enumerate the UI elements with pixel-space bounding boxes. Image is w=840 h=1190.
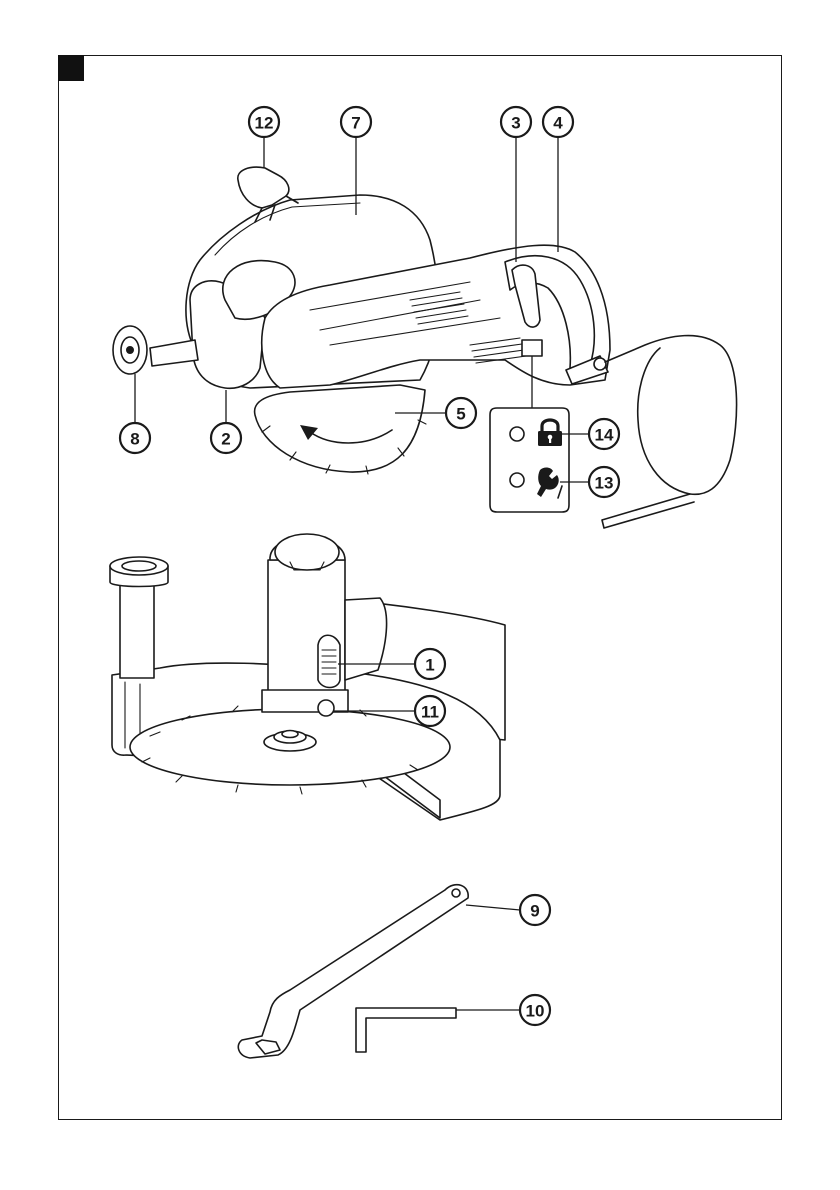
spindle-lock-button: [318, 700, 334, 716]
callout-2: 2: [211, 423, 241, 453]
callout-14: 14: [589, 419, 619, 449]
callout-4: 4: [543, 107, 573, 137]
callout-11-label: 11: [421, 703, 439, 722]
switch-slider: [318, 635, 340, 687]
callout-13-label: 13: [595, 474, 614, 493]
callout-2-label: 2: [221, 430, 230, 449]
callout-10-label: 10: [526, 1002, 545, 1021]
depth-post: [120, 578, 154, 678]
callout-9-label: 9: [530, 902, 539, 921]
callout-7-label: 7: [351, 114, 360, 133]
callout-1-label: 1: [425, 656, 434, 675]
callout-5-label: 5: [456, 405, 465, 424]
callout-7: 7: [341, 107, 371, 137]
lock-indicator-led: [510, 427, 524, 441]
diamond-blade: [255, 385, 425, 472]
callout-9: 9: [520, 895, 550, 925]
base-plate-figure: [110, 534, 505, 820]
spindle-lock-lever: [238, 167, 289, 208]
callout-14-label: 14: [595, 426, 614, 445]
tools-figure: [238, 885, 468, 1058]
power-cable: [605, 336, 737, 495]
service-indicator-led: [510, 473, 524, 487]
face-spanner: [238, 885, 468, 1058]
side-knob: [150, 340, 198, 366]
callout-8-label: 8: [130, 430, 139, 449]
callout-1: 1: [415, 649, 445, 679]
callout-4-label: 4: [553, 114, 563, 133]
hex-key: [356, 1008, 456, 1052]
callout-12: 12: [249, 107, 279, 137]
callout-3: 3: [501, 107, 531, 137]
cutoff-saw-figure: [113, 167, 737, 528]
callout-3-label: 3: [511, 114, 520, 133]
callout-13: 13: [589, 467, 619, 497]
callout-11: 11: [415, 696, 445, 726]
indicator-window: [522, 340, 542, 356]
callout-10: 10: [520, 995, 550, 1025]
callout-8: 8: [120, 423, 150, 453]
callout-12-label: 12: [255, 114, 274, 133]
callout-5: 5: [446, 398, 476, 428]
